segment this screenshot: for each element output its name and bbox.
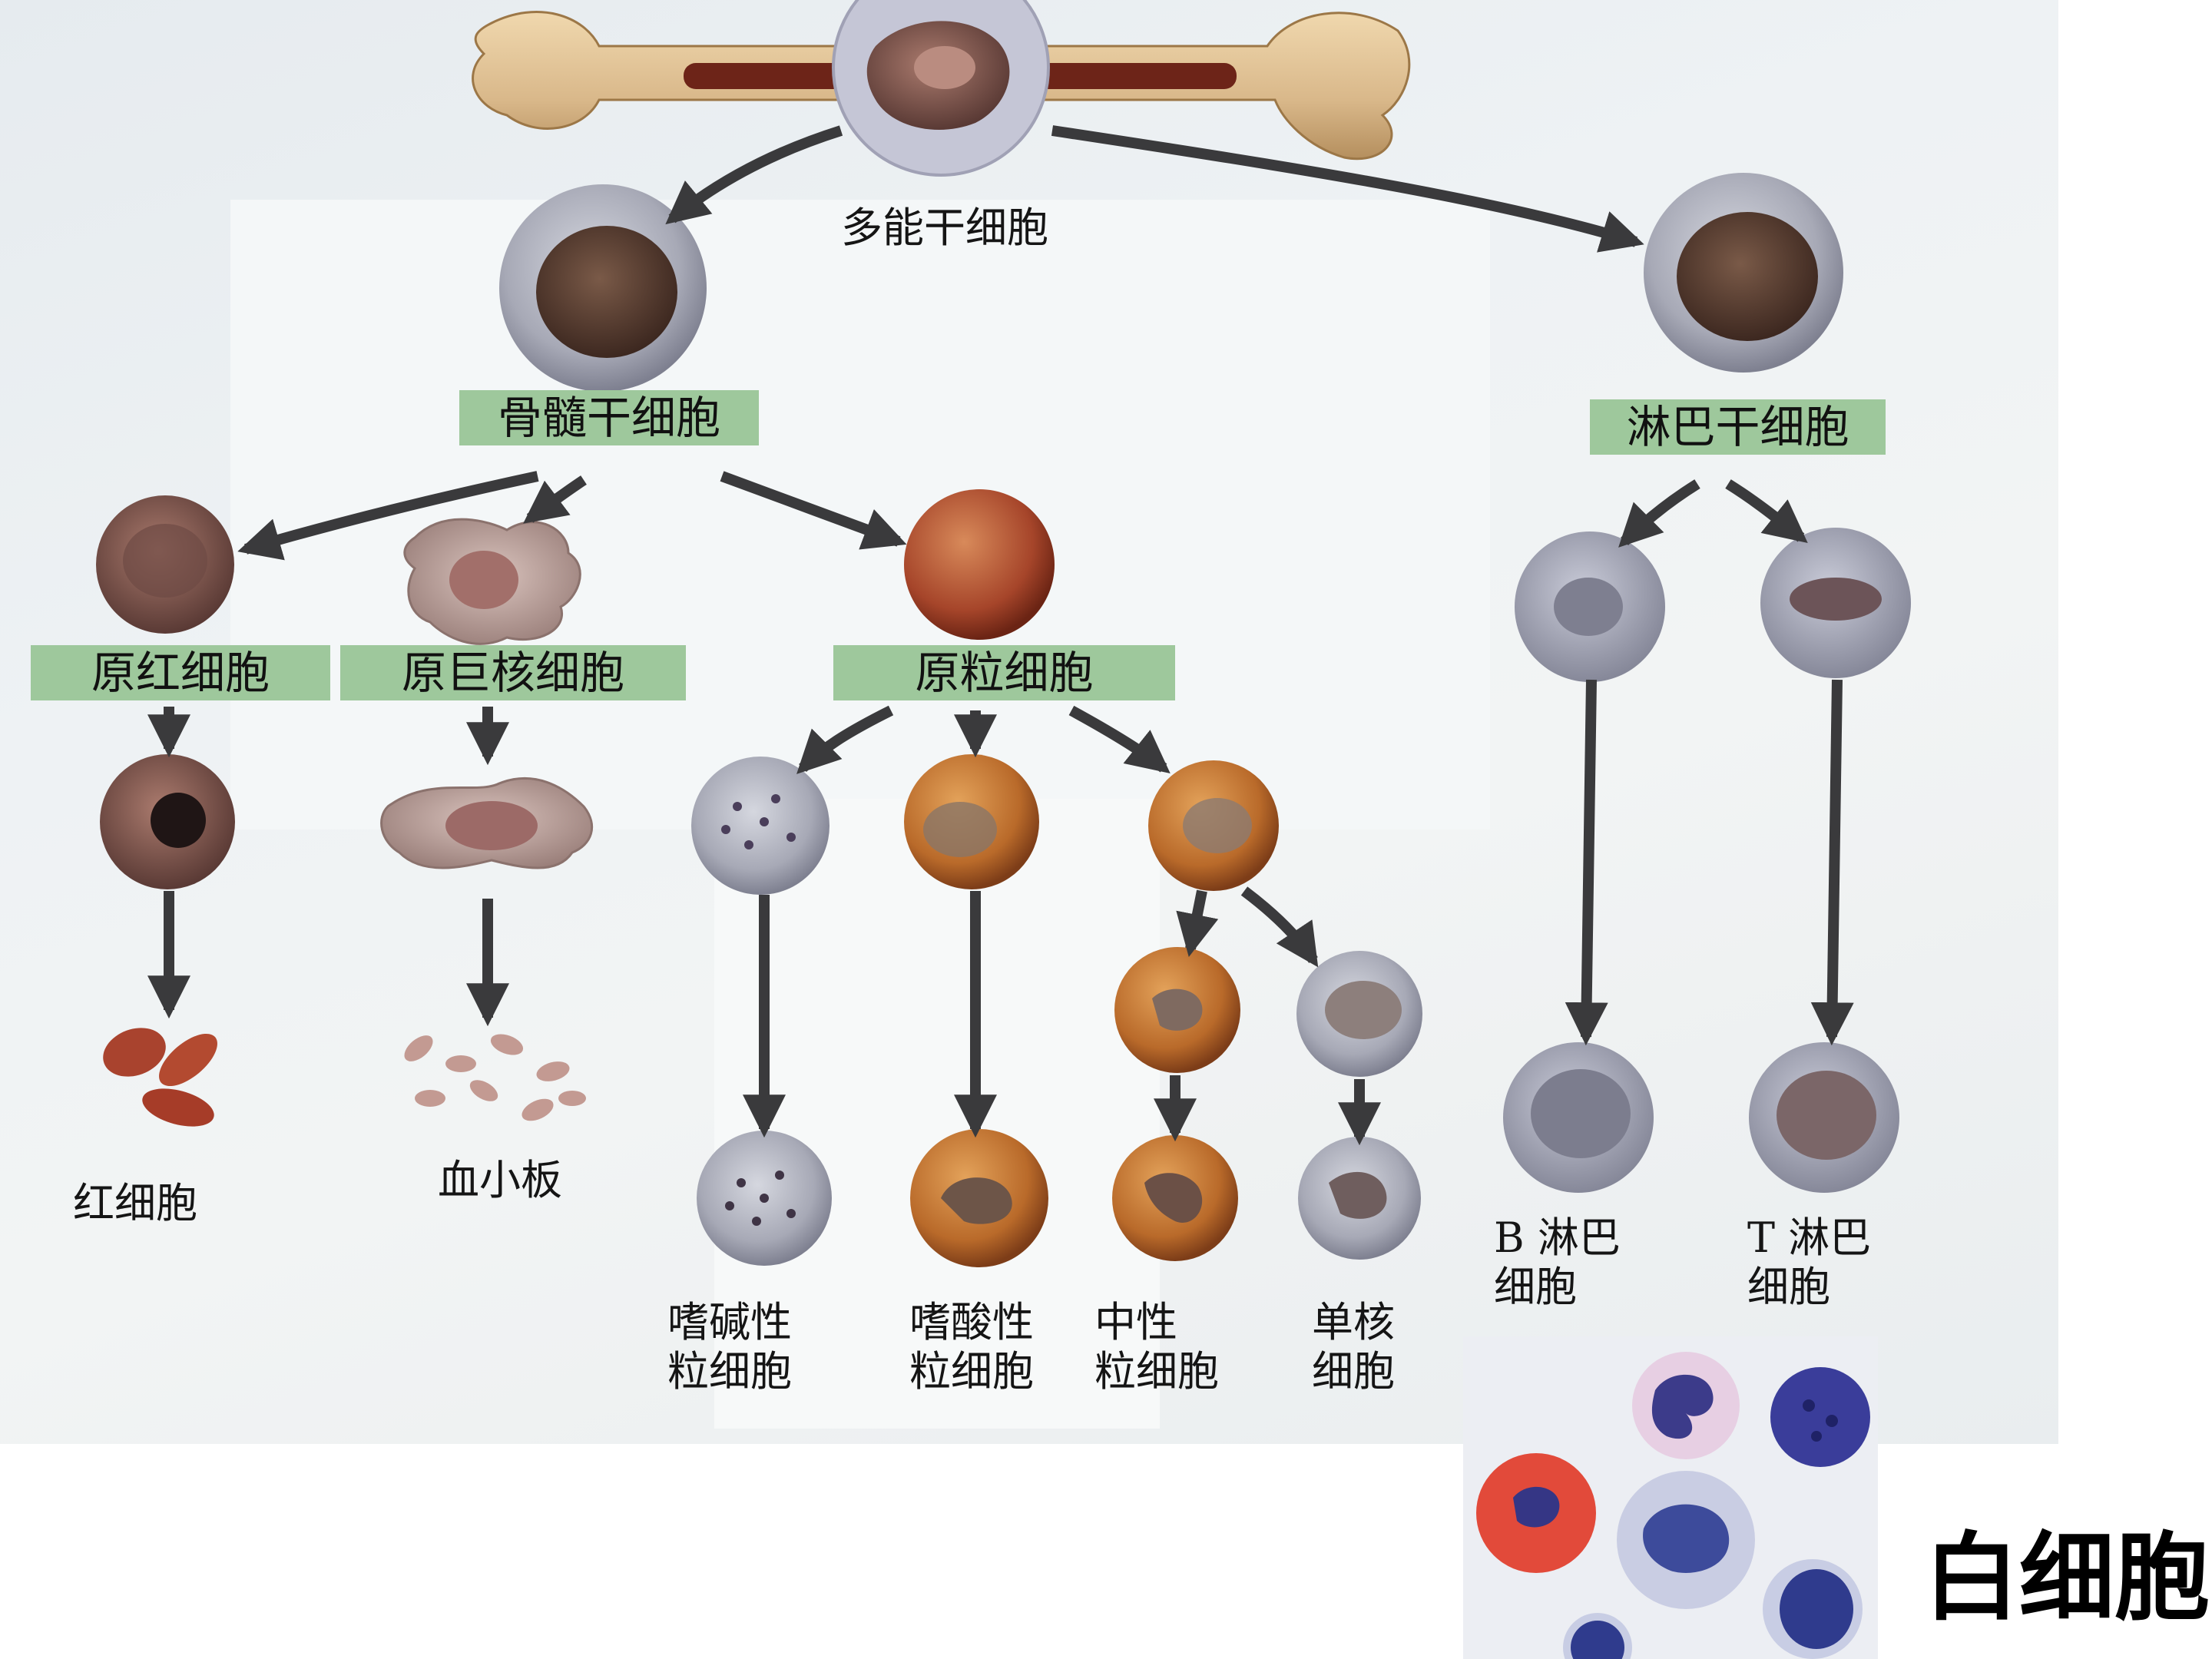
label-basophil: 嗜碱性 粒细胞 <box>645 1298 814 1396</box>
label-red-blood-cell: 红细胞 <box>73 1179 197 1228</box>
micrograph-drawing <box>1463 1336 1878 1659</box>
arrow-to-b-lymphocyte <box>1586 680 1591 1037</box>
label-monocyte-line1: 单核 <box>1312 1298 1395 1347</box>
red-blood-cells <box>96 1019 226 1133</box>
label-b-lymphocyte: B 淋巴 细胞 <box>1494 1214 1621 1312</box>
t-lymphocyte-cell <box>1749 1042 1899 1193</box>
white-blood-cell-micrograph <box>1463 1336 1878 1659</box>
platelets <box>399 1030 586 1125</box>
megakaryoblast-cell <box>405 519 580 644</box>
label-basophil-line1: 嗜碱性 <box>645 1298 814 1347</box>
neutrophil-cell <box>1112 1135 1238 1261</box>
arrow-to-basophil-line <box>803 710 891 768</box>
b-lymphoblast-cell <box>1515 531 1665 682</box>
arrow-to-t-lymphoblast <box>1728 484 1801 538</box>
t-lymphoblast-cell <box>1760 528 1911 678</box>
b-lymphocyte-cell <box>1503 1042 1654 1193</box>
label-neutrophil-line1: 中性 <box>1094 1298 1219 1347</box>
erythroblast-cell <box>100 754 235 889</box>
label-platelet: 血小板 <box>438 1156 562 1205</box>
label-myeloid-stem-cell: 骨髓干细胞 <box>459 390 759 445</box>
arrow-to-neutrophil-line <box>1071 710 1164 768</box>
arrow-to-neutrophil-precursor <box>1190 891 1202 949</box>
label-t-lymphocyte-line1: T 淋巴 <box>1747 1214 1871 1263</box>
arrow-to-b-lymphoblast <box>1624 484 1697 541</box>
label-b-lymphocyte-line1: B 淋巴 <box>1494 1214 1621 1263</box>
eosinophilic-myelocyte-cell <box>904 754 1039 889</box>
label-neutrophil-line2: 粒细胞 <box>1094 1347 1219 1396</box>
megakaryocyte-cell <box>382 778 592 868</box>
neutrophil-precursor-cell <box>1114 947 1240 1073</box>
lymphoid-stem-cell <box>1644 173 1843 373</box>
proerythroblast-cell <box>96 495 234 634</box>
eosinophil-cell <box>910 1129 1048 1267</box>
basophilic-myelocyte-cell <box>691 757 830 895</box>
label-proerythroblast: 原红细胞 <box>31 645 330 700</box>
caption-white-blood-cells: 白细胞 <box>1924 1525 2210 1632</box>
label-b-lymphocyte-line2: 细胞 <box>1494 1263 1621 1312</box>
myeloblast-cell <box>904 489 1055 640</box>
label-basophil-line2: 粒细胞 <box>645 1347 814 1396</box>
label-t-lymphocyte: T 淋巴 细胞 <box>1747 1214 1871 1312</box>
monocyte-precursor-cell <box>1296 951 1422 1077</box>
label-eosinophil-line2: 粒细胞 <box>887 1347 1056 1396</box>
label-megakaryoblast: 原巨核细胞 <box>340 645 686 700</box>
arrow-to-myeloid <box>672 131 841 219</box>
label-monocyte-line2: 细胞 <box>1312 1347 1395 1396</box>
monocyte-cell <box>1298 1137 1421 1260</box>
label-t-lymphocyte-line2: 细胞 <box>1747 1263 1871 1312</box>
basophil-cell <box>697 1131 832 1266</box>
label-neutrophil: 中性 粒细胞 <box>1094 1298 1219 1396</box>
arrow-to-t-lymphocyte <box>1832 680 1837 1037</box>
neutrophilic-myelocyte-cell <box>1148 760 1279 891</box>
arrow-to-megakaryoblast <box>530 480 584 518</box>
label-myeloblast: 原粒细胞 <box>833 645 1175 700</box>
label-pluripotent-stem-cell: 多能干细胞 <box>841 204 1048 253</box>
pluripotent-stem-cell <box>833 0 1048 175</box>
label-monocyte: 单核 细胞 <box>1312 1298 1395 1396</box>
arrow-to-myeloblast <box>722 476 899 541</box>
label-eosinophil-line1: 嗜酸性 <box>887 1298 1056 1347</box>
label-lymphoid-stem-cell: 淋巴干细胞 <box>1590 399 1886 455</box>
label-eosinophil: 嗜酸性 粒细胞 <box>887 1298 1056 1396</box>
arrow-to-monocyte-precursor <box>1244 891 1313 960</box>
